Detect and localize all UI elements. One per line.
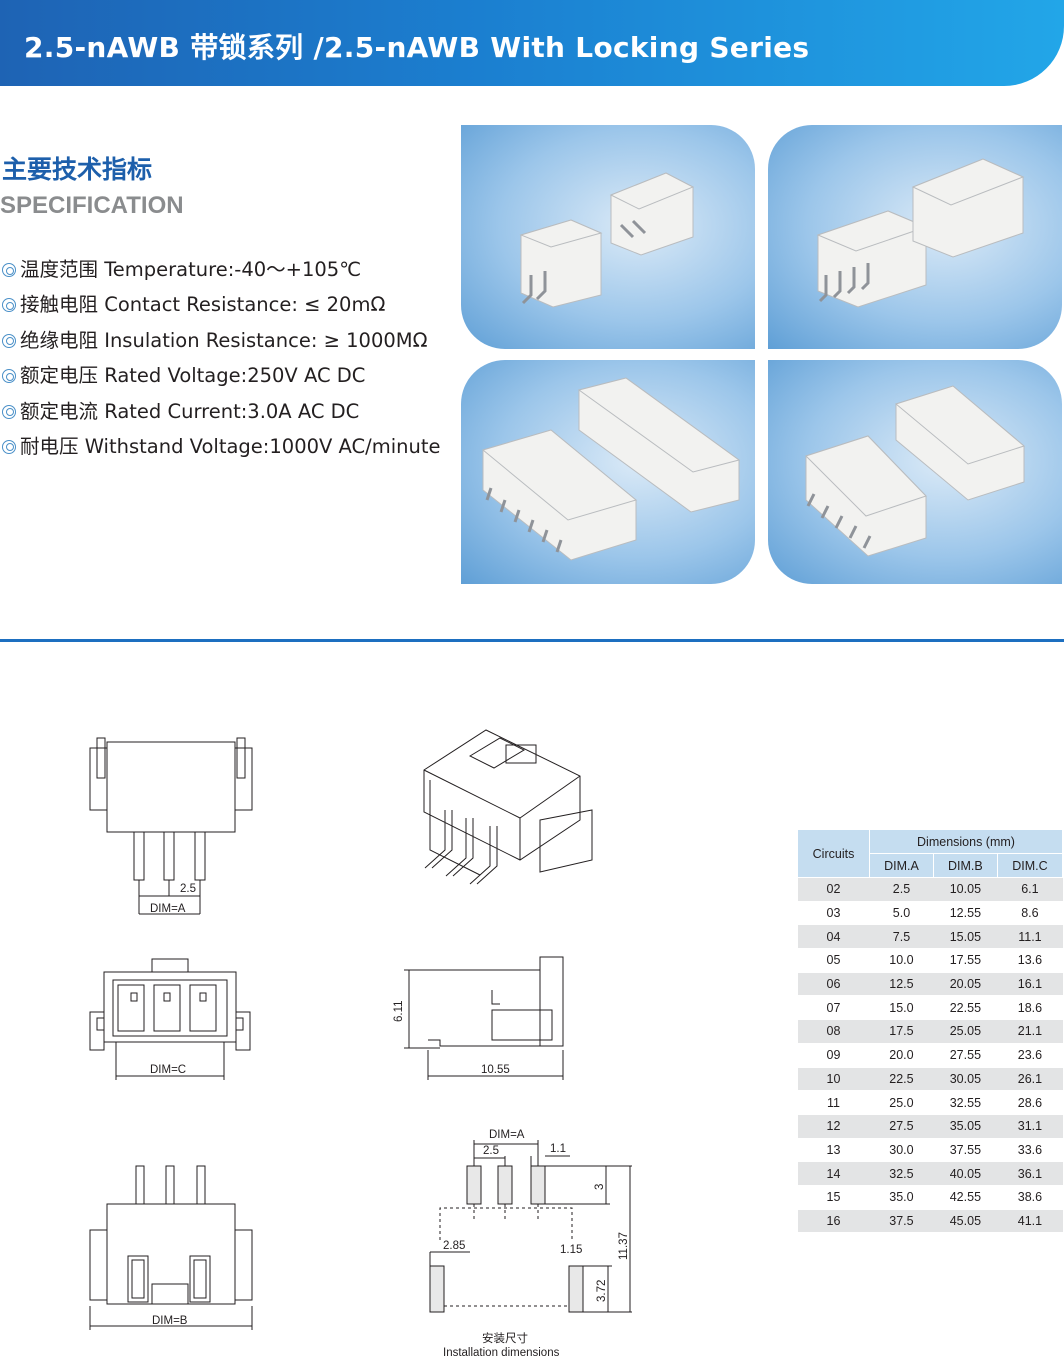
height-label: 6.11 [393,1000,405,1022]
spec-item: 耐电压 Withstand Voltage:1000V AC/minute [2,435,441,470]
side-width-label: 1.15 [560,1244,582,1256]
side-offset-label: 2.85 [443,1240,465,1252]
circle-bullet-icon [2,439,16,454]
pcb-layout-drawing [429,1140,632,1313]
product-photo-4pin [768,125,1062,349]
page-title: 2.5-nAWB 带锁系列 /2.5-nAWB With Locking Ser… [24,31,810,64]
circle-bullet-icon [2,333,16,348]
pad-len-label: 3 [594,1184,606,1190]
header-dim-c: DIM.C [996,853,1064,878]
spec-list: 温度范围 Temperature:-40～+105℃ 接触电阻 Contact … [2,258,441,470]
install-label-en: Installation dimensions [443,1347,560,1357]
top-view-drawing [89,1165,253,1330]
side-view-drawing [404,956,564,1080]
depth-label: 10.55 [481,1064,510,1076]
dimensions-table: Circuits Dimensions (mm) DIM.A DIM.B DIM… [797,829,1064,1234]
pad-pitch-label: 2.5 [483,1145,499,1157]
circle-bullet-icon [2,404,16,419]
product-photo-8pin [461,360,755,584]
spec-item: 额定电压 Rated Voltage:250V AC DC [2,364,441,399]
isometric-view-drawing [423,729,593,885]
front-view-drawing [89,737,253,915]
spec-item: 温度范围 Temperature:-40～+105℃ [2,258,441,293]
title-banner: 2.5-nAWB 带锁系列 /2.5-nAWB With Locking Ser… [0,0,1064,86]
pitch-label: 2.5 [180,883,196,895]
dim-a-label: DIM=A [150,903,186,915]
dim-c-label: DIM=C [150,1064,186,1076]
header-dim-a: DIM.A [869,853,934,878]
technical-drawings: 2.5 DIM=A DIM=C DIM=B 6.11 10.55 DIM=A 2… [89,729,632,1357]
product-photo-2pin [461,125,755,349]
spec-item: 接触电阻 Contact Resistance: ≤ 20mΩ [2,293,441,328]
header-dim-b: DIM.B [932,853,998,878]
pad-dim-a-label: DIM=A [489,1129,525,1141]
product-photo-6pin [768,360,1062,584]
spec-title-en: SPECIFICATION [0,192,184,219]
spec-title-cn: 主要技术指标 [2,155,153,184]
section-divider [0,639,1064,642]
install-label-cn: 安装尺寸 [482,1331,528,1345]
circle-bullet-icon [2,263,16,277]
header-dimensions: Dimensions (mm) [869,829,1063,854]
pad-width-label: 1.1 [550,1143,566,1155]
spec-item: 绝缘电阻 Insulation Resistance: ≥ 1000MΩ [2,329,441,364]
spec-item: 额定电流 Rated Current:3.0A AC DC [2,400,441,435]
bottom-view-drawing [89,958,251,1080]
header-circuits: Circuits [797,829,870,878]
side-len-label: 3.72 [596,1280,608,1302]
dim-b-label: DIM=B [152,1315,188,1327]
circle-bullet-icon [2,369,16,384]
circle-bullet-icon [2,298,16,313]
total-len-label: 11.37 [618,1232,630,1260]
